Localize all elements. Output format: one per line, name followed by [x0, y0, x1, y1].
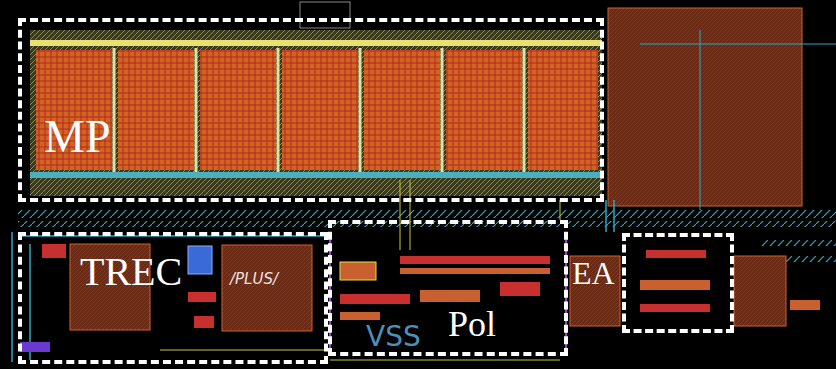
block-region: Pol [328, 220, 568, 356]
block-label: MP [44, 114, 110, 160]
block-region: MP [18, 18, 604, 202]
net-label: VSS [366, 323, 421, 351]
block-label: EA [572, 257, 615, 289]
block-region: TREC [18, 232, 328, 364]
block-label: Pol [448, 306, 496, 342]
block-label: TREC [80, 252, 182, 292]
block-region: EA [622, 233, 734, 333]
cell-label: /PLUS/ [230, 272, 278, 287]
